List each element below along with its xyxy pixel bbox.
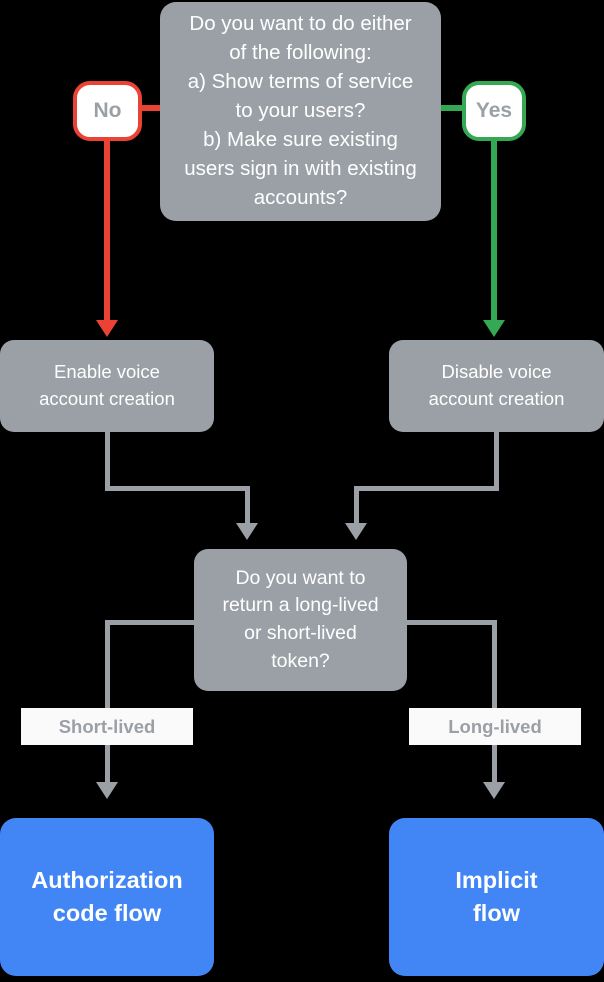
edge-short-vertical [105, 620, 110, 785]
branch-label-no[interactable]: No [73, 81, 142, 141]
edge-no-to-decision1 [142, 105, 164, 111]
edge-disable-down-to-decision2 [354, 486, 359, 526]
edge-short-arrowhead [96, 782, 118, 799]
edge-enable-arrowhead [236, 523, 258, 540]
box-implicit-text: Implicit flow [455, 867, 538, 926]
edge-label-short-lived-text: Short-lived [58, 715, 156, 737]
decision-node-terms-or-existing-users: Do you want to do either of the followin… [160, 2, 441, 221]
decision-node-token-lifetime: Do you want to return a long-lived or sh… [194, 549, 407, 691]
edge-long-vertical [492, 620, 497, 785]
edge-disable-stub-down [494, 432, 499, 490]
edge-label-short-lived: Short-lived [21, 708, 193, 745]
edge-yes-arrowhead [483, 320, 505, 337]
branch-label-yes[interactable]: Yes [462, 81, 526, 141]
edge-long-arrowhead [483, 782, 505, 799]
branch-label-no-text: No [93, 99, 122, 122]
edge-label-long-lived: Long-lived [409, 708, 581, 745]
edge-yes-to-decision1 [438, 105, 464, 111]
action-node-enable-voice-account-creation: Enable voice account creation [0, 340, 214, 432]
branch-label-yes-text: Yes [475, 99, 513, 122]
edge-label-long-lived-text: Long-lived [448, 715, 542, 737]
edge-disable-horizontal [354, 486, 499, 491]
box-enable-text: Enable voice account creation [39, 361, 175, 409]
decision-2-text: Do you want to return a long-lived or sh… [222, 566, 379, 672]
edge-yes-down-line [491, 141, 497, 323]
edge-no-arrowhead [96, 320, 118, 337]
edge-no-down-line [104, 141, 110, 323]
edge-enable-stub-down [105, 432, 110, 490]
box-auth-text: Authorization code flow [31, 867, 183, 926]
edge-enable-horizontal [105, 486, 250, 491]
edge-disable-arrowhead [345, 523, 367, 540]
decision-1-text: Do you want to do either of the followin… [184, 12, 417, 209]
box-disable-text: Disable voice account creation [428, 361, 565, 409]
action-node-disable-voice-account-creation: Disable voice account creation [389, 340, 604, 432]
edge-short-horizontal [105, 620, 200, 625]
terminal-node-implicit-flow: Implicit flow [389, 818, 604, 976]
edge-long-horizontal [402, 620, 497, 625]
terminal-node-authorization-code-flow: Authorization code flow [0, 818, 214, 976]
edge-enable-down-to-decision2 [245, 486, 250, 526]
